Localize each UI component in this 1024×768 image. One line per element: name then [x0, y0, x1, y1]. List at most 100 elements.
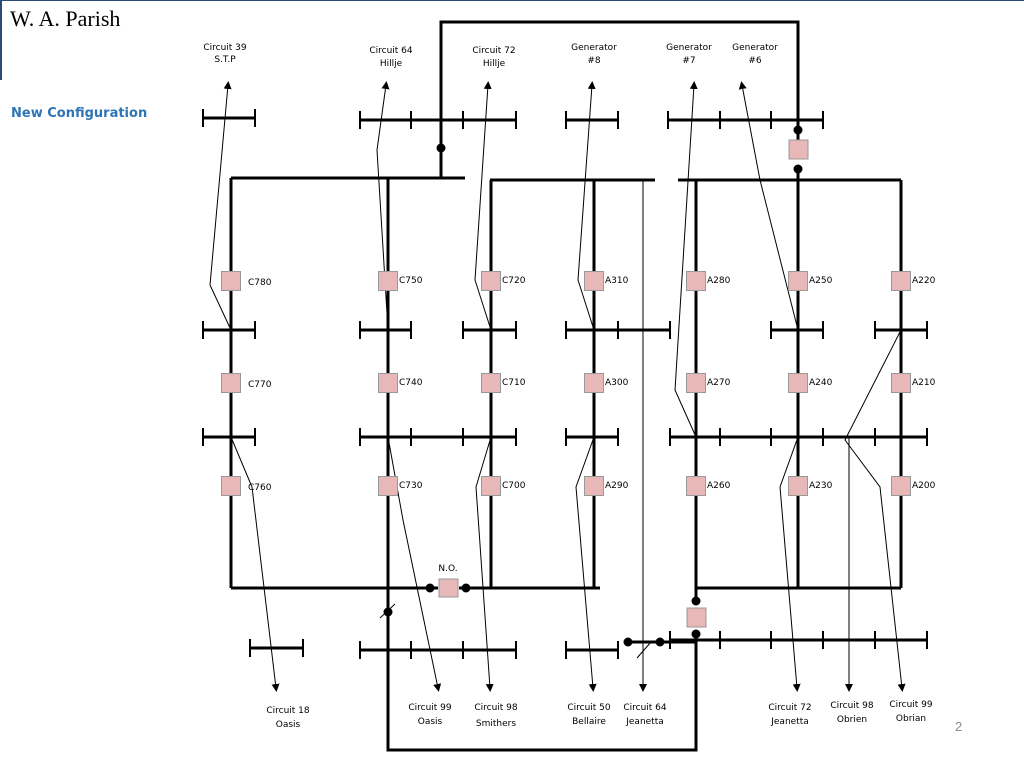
bottom-label-circuit18-line1: Circuit 18: [266, 706, 310, 716]
breaker-label-c760: C760: [248, 483, 272, 493]
circuit-leads: [209, 81, 906, 692]
breaker-c710[interactable]: [481, 373, 501, 393]
breaker-label-a270: A270: [707, 378, 731, 388]
disconnect-dot: [425, 583, 435, 593]
breaker-a310[interactable]: [584, 271, 604, 291]
disconnect-slashes: [379, 603, 652, 659]
breaker-label-c740: C740: [399, 378, 423, 388]
top-label-circuit72-hillje-line1: Circuit 72: [472, 46, 515, 56]
breaker-c740[interactable]: [378, 373, 398, 393]
breaker-label-a240: A240: [809, 378, 833, 388]
disconnect-dot: [383, 607, 393, 617]
lead-circuit72-hillje: [474, 81, 492, 331]
breaker-label-a250: A250: [809, 276, 833, 286]
top-label-circuit39-line1: Circuit 39: [203, 43, 247, 53]
slide-left-border: [0, 0, 2, 80]
lead-generator7: [674, 81, 698, 438]
breaker-label-a220: A220: [912, 276, 936, 286]
breaker-c780[interactable]: [221, 271, 241, 291]
breaker-label-a200: A200: [912, 481, 936, 491]
breaker-gen6-top[interactable]: [788, 139, 809, 160]
bottom-label-circuit50-line1: Circuit 50: [567, 703, 611, 713]
top-label-circuit64-hillje-line2: Hillje: [380, 59, 403, 69]
breaker-label-c710: C710: [502, 378, 526, 388]
breaker-a200[interactable]: [891, 476, 911, 496]
breaker-a250[interactable]: [788, 271, 808, 291]
breaker-c700[interactable]: [481, 476, 501, 496]
breaker-c760[interactable]: [221, 476, 241, 496]
breaker-a270[interactable]: [686, 373, 706, 393]
breaker-label-c770: C770: [248, 380, 272, 390]
bottom-label-circuit18-line2: Oasis: [276, 720, 301, 730]
breaker-label-a280: A280: [707, 276, 731, 286]
lead-circuit98-smithers: [475, 436, 494, 692]
disconnect-slash: [636, 641, 652, 659]
lead-generator8: [577, 81, 596, 331]
breaker-a230[interactable]: [788, 476, 808, 496]
top-tie-line: [439, 20, 800, 178]
bottom-label-circuit99-obrian-line2: Obrian: [896, 714, 926, 724]
top-label-circuit64-hillje-line1: Circuit 64: [369, 46, 413, 56]
disconnect-dots: [383, 125, 803, 647]
breaker-normally-open[interactable]: [438, 578, 459, 598]
top-label-circuit72-hillje-line2: Hillje: [483, 59, 506, 69]
top-label-generator6-line2: #6: [748, 56, 762, 66]
breaker-c770[interactable]: [221, 373, 241, 393]
disconnect-slash: [379, 603, 396, 619]
top-label-generator8-line2: #8: [587, 56, 601, 66]
bottom-label-circuit98-smithers-line2: Smithers: [476, 719, 516, 729]
top-label-generator8-line1: Generator: [571, 43, 617, 53]
bottom-label-circuit50-line2: Bellaire: [572, 717, 606, 727]
special-breakers: N.O.: [438, 139, 809, 628]
lead-circuit72-jeanetta: [779, 436, 801, 692]
bus-ticks: [202, 109, 928, 659]
bottom-label-circuit98-obrien-line2: Obrien: [837, 715, 867, 725]
page-number: 2: [955, 719, 963, 734]
breaker-a300[interactable]: [584, 373, 604, 393]
breaker-a240[interactable]: [788, 373, 808, 393]
breaker-label-a310: A310: [605, 276, 629, 286]
bottom-label-circuit72-jeanetta-line1: Circuit 72: [768, 703, 811, 713]
breaker-a220[interactable]: [891, 271, 911, 291]
disconnect-dot: [691, 629, 701, 639]
breaker-label-c720: C720: [502, 276, 526, 286]
breaker-a210[interactable]: [891, 373, 911, 393]
breaker-label-a230: A230: [809, 481, 833, 491]
bottom-label-circuit72-jeanetta-line2: Jeanetta: [770, 717, 809, 727]
disconnect-dot: [793, 164, 803, 174]
breaker-jeanetta-tie[interactable]: [686, 607, 707, 628]
breaker-label-a290: A290: [605, 481, 629, 491]
breaker-a260[interactable]: [686, 476, 706, 496]
disconnect-dot: [691, 596, 701, 606]
slide-title: W. A. Parish: [10, 6, 121, 31]
breaker-c730[interactable]: [378, 476, 398, 496]
bottom-label-circuit64-jeanetta-line1: Circuit 64: [623, 703, 667, 713]
breaker-label-c780: C780: [248, 278, 272, 288]
lead-circuit50: [575, 436, 597, 692]
breaker-label-a260: A260: [707, 481, 731, 491]
lead-generator6: [738, 81, 799, 331]
disconnect-dot: [436, 143, 446, 153]
breaker-a290[interactable]: [584, 476, 604, 496]
slide-subtitle: New Configuration: [11, 106, 148, 121]
bottom-circuit-labels: Circuit 18 Oasis Circuit 99 Oasis Circui…: [266, 700, 933, 730]
breaker-a280[interactable]: [686, 271, 706, 291]
top-label-generator7-line2: #7: [682, 56, 695, 66]
breaker-c750[interactable]: [378, 271, 398, 291]
top-circuit-labels: Circuit 39 S.T.P Circuit 64 Hillje Circu…: [203, 43, 778, 69]
breaker-label-c700: C700: [502, 481, 526, 491]
lead-circuit64-hillje: [376, 81, 390, 331]
disconnect-dot: [655, 637, 665, 647]
slide-top-border: [0, 0, 1024, 1]
lead-circuit99-obrian: [844, 329, 906, 692]
top-label-generator6-line1: Generator: [732, 43, 778, 53]
bottom-label-circuit98-smithers-line1: Circuit 98: [474, 703, 518, 713]
lead-circuit18: [230, 436, 280, 692]
breakers: C780C770C760C750C740C730C720C710C700A310…: [221, 271, 936, 496]
busbar-ticks: [202, 109, 928, 659]
breaker-label-a300: A300: [605, 378, 629, 388]
breaker-c720[interactable]: [481, 271, 501, 291]
bottom-label-circuit99-oasis-line2: Oasis: [418, 717, 443, 727]
breaker-label-c730: C730: [399, 481, 423, 491]
